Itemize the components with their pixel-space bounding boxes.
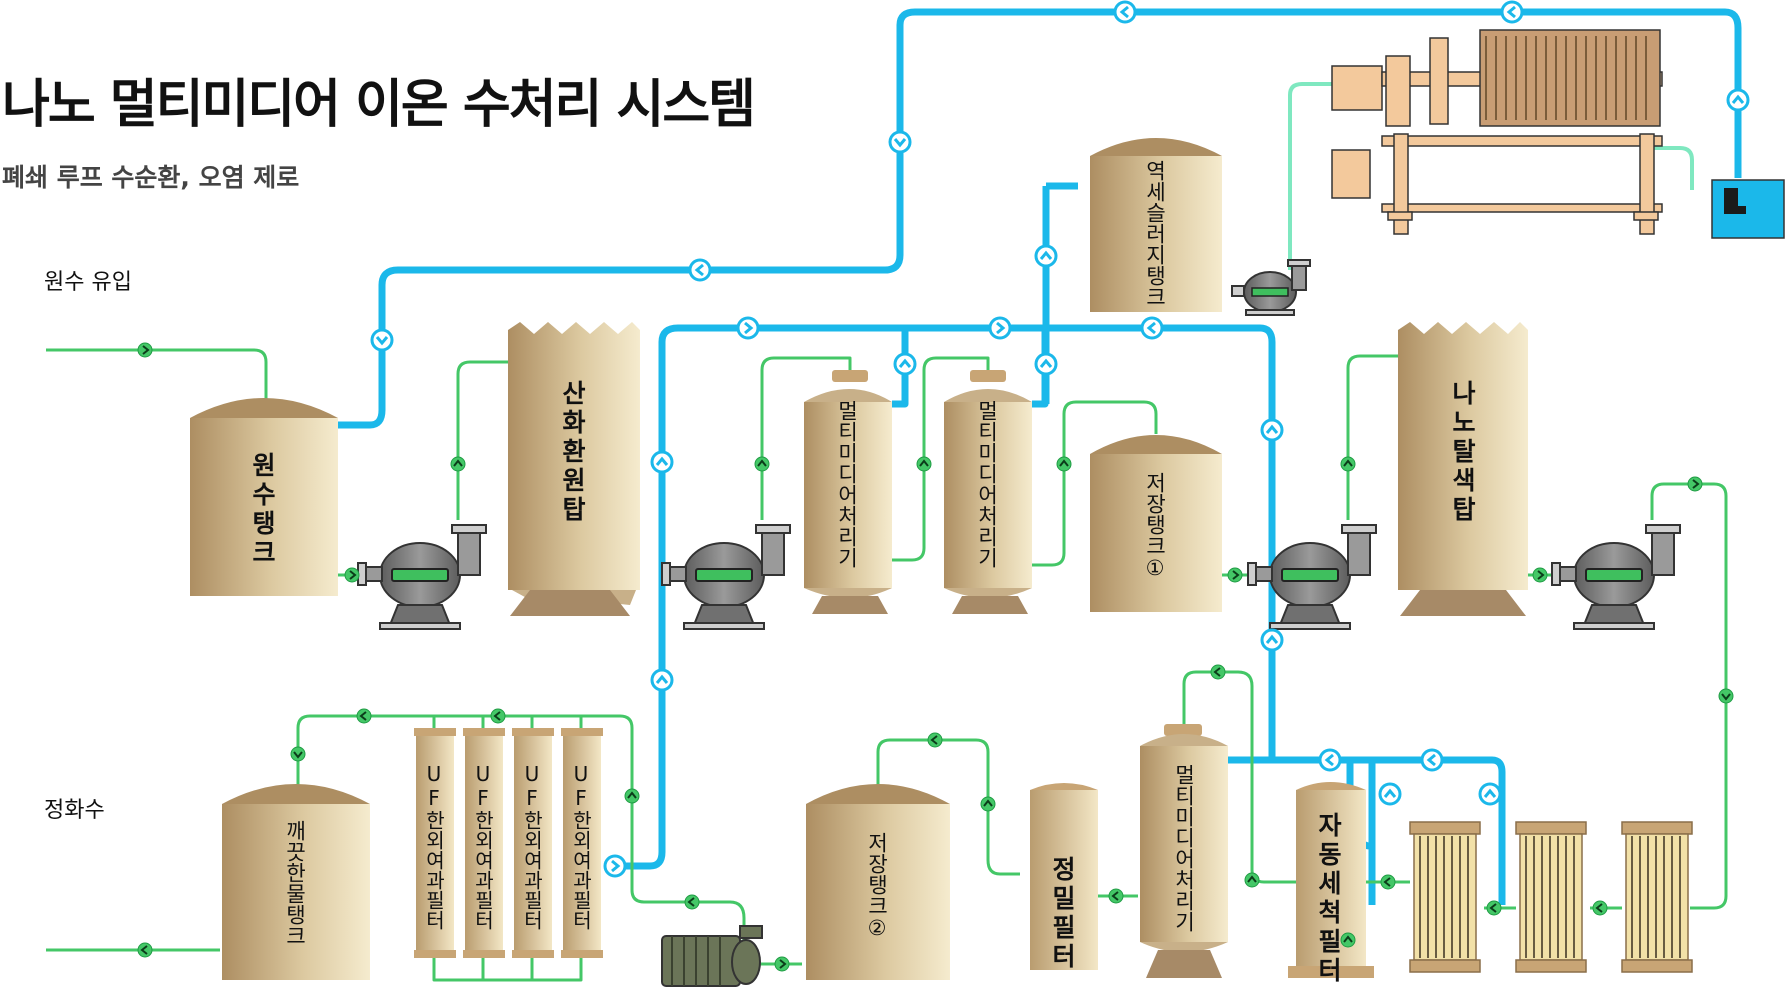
pump-1 [357, 524, 487, 630]
precision-to-storage2 [876, 738, 1020, 876]
pump-2 [661, 524, 791, 630]
backwash-main-return-line [338, 8, 1742, 429]
raw-tank [190, 398, 338, 596]
pump-4 [1551, 524, 1681, 630]
process-lines [46, 348, 1728, 982]
cartridge-filter-3 [1621, 821, 1693, 973]
backwash-sludge-tank-label: 역세슬러지탱크 [1143, 160, 1167, 307]
multimedia-processor-2-label: 멀티미디어처리기 [975, 400, 999, 568]
pump-3 [1247, 524, 1377, 630]
raw-tank-label: 원수탱크 [248, 452, 277, 568]
backwash-header-line [614, 324, 1276, 870]
purified-water-label: 정화수 [44, 798, 105, 823]
mm2-to-storage1 [1032, 400, 1158, 567]
backwash-lower-header [1226, 756, 1506, 905]
uf-filter-1-label: UF한외여과필터 [422, 762, 446, 930]
storage-tank-2-label: 저장탱크② [865, 832, 889, 940]
cartridge-filter-2 [1515, 821, 1587, 973]
sludge-pump [1231, 259, 1311, 316]
page-subtitle: 폐쇄 루프 수순환, 오염 제로 [2, 163, 300, 192]
multimedia-processor-3-label: 멀티미디어처리기 [1172, 764, 1196, 932]
press-to-collection [1640, 146, 1694, 190]
redox-tower [508, 322, 640, 616]
uf-filter-1 [414, 728, 456, 958]
uf-outlet-manifold [432, 958, 583, 982]
multimedia-processor-1 [804, 370, 892, 614]
page-title: 나노 멀티미디어 이온 수처리 시스템 [2, 75, 756, 135]
clean-water-tank [222, 784, 370, 980]
pump3-to-nano [1346, 354, 1398, 520]
cartridge-filter-1 [1409, 821, 1481, 973]
storage-tank-1-label: 저장탱크① [1143, 472, 1167, 580]
mm1-to-mm2 [892, 356, 990, 562]
uf-filter-3-label: UF한외여과필터 [520, 762, 544, 930]
uf-filter-2 [463, 728, 505, 958]
uf-filter-3 [512, 728, 554, 958]
clean-water-tank-label: 깨끗한물탱크 [283, 820, 307, 946]
nano-decolor-tower-label: 나노탈색탑 [1448, 380, 1477, 525]
storage-tank-1 [1090, 435, 1222, 612]
auto-clean-filter-label: 자동세척필터 [1314, 812, 1343, 986]
motor-pump [661, 925, 763, 987]
precision-filter [1030, 783, 1098, 970]
raw-inlet-line [46, 348, 268, 402]
collection-tank [1711, 179, 1785, 239]
uf-inlet-branches [432, 716, 583, 730]
multimedia-processor-3 [1140, 724, 1228, 978]
pump4-to-cartridge [1650, 482, 1728, 910]
backwash-lines [338, 8, 1742, 905]
uf-filter-4 [561, 728, 603, 958]
uf-feed-line [296, 714, 746, 940]
multimedia-processor-1-label: 멀티미디어처리기 [835, 400, 859, 568]
raw-water-inlet-label: 원수 유입 [44, 270, 132, 295]
precision-filter-label: 정밀필터 [1048, 856, 1077, 972]
sludge-lines [1288, 82, 1694, 270]
redox-tower-label: 산화환원탑 [558, 380, 587, 525]
backwash-sludge-tank [1090, 138, 1222, 312]
pump1-to-redox [456, 360, 508, 520]
nano-decolor-tower [1398, 322, 1528, 616]
uf-filter-2-label: UF한외여과필터 [471, 762, 495, 930]
storage-tank-2 [806, 784, 950, 980]
multimedia-processor-2 [944, 370, 1032, 614]
pump2-to-mm1 [760, 356, 852, 520]
sludge-pump-to-press [1288, 82, 1332, 270]
uf-filter-4-label: UF한외여과필터 [569, 762, 593, 930]
filter-press [1331, 29, 1663, 235]
